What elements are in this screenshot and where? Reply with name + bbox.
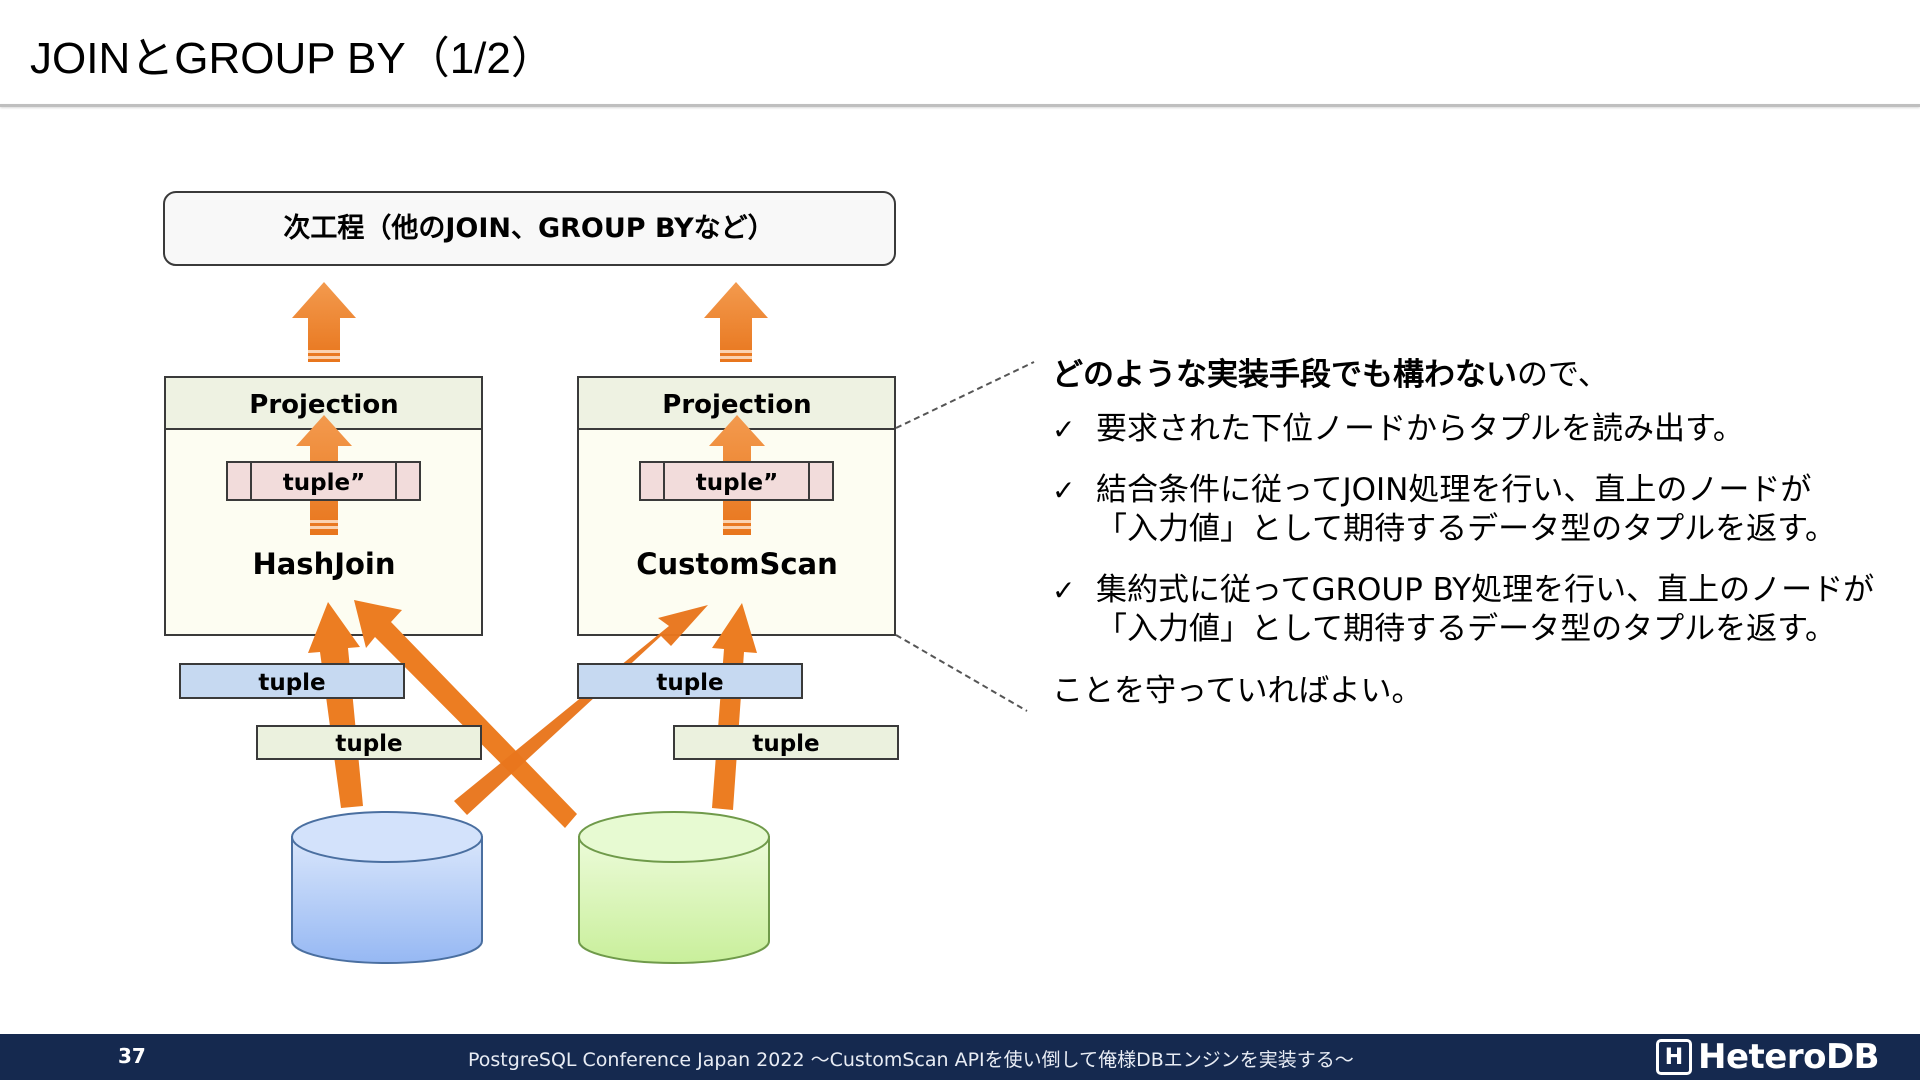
- left-tuple-label: tuple”: [283, 470, 365, 496]
- conference-title: PostgreSQL Conference Japan 2022 ～Custom…: [468, 1049, 1354, 1071]
- database-blue: [291, 811, 483, 964]
- slide-title: JOINとGROUP BY（1/2）: [30, 34, 555, 83]
- input-tuple-blue-left: [179, 663, 405, 699]
- up-arrow-left: [292, 282, 356, 362]
- bullet-line: 集約式に従ってGROUP BY処理を行い、直上のノードが: [1096, 572, 1875, 608]
- requirements-text: どのような実装手段でも構わないので、 ✓ 要求された下位ノードからタプルを読み出…: [1052, 352, 1892, 711]
- footer-bar: 37 PostgreSQL Conference Japan 2022 ～Cus…: [0, 1034, 1920, 1080]
- logo-text: HeteroDB: [1698, 1037, 1880, 1077]
- input-tuple-label-4: tuple: [752, 731, 819, 757]
- bullet-item: ✓ 結合条件に従ってJOIN処理を行い、直上のノードが 「入力値」として期待する…: [1052, 471, 1892, 549]
- input-tuple-label-3: tuple: [656, 670, 723, 696]
- title-divider: [0, 104, 1920, 107]
- bullet-line: 「入力値」として期待するデータ型のタプルを返す。: [1096, 611, 1836, 647]
- heterodb-logo: H HeteroDB: [1656, 1037, 1880, 1077]
- right-tuple-double-prime: tuple”: [639, 461, 834, 501]
- input-tuple-label-2: tuple: [335, 731, 402, 757]
- customscan-label: CustomScan: [636, 547, 838, 581]
- left-tuple-double-prime: tuple”: [226, 461, 421, 501]
- check-icon: ✓: [1052, 574, 1076, 607]
- callout-line-bottom: [895, 634, 1028, 712]
- up-arrow-right: [704, 282, 768, 362]
- lead-bold: どのような実装手段でも構わない: [1052, 357, 1517, 393]
- page-number: 37: [118, 1044, 146, 1068]
- hashjoin-label: HashJoin: [252, 547, 395, 581]
- lead-rest: ので、: [1517, 357, 1609, 393]
- check-icon: ✓: [1052, 413, 1076, 446]
- next-step-box: 次工程（他のJOIN、GROUP BYなど）: [163, 191, 896, 266]
- logo-mark-icon: H: [1656, 1039, 1692, 1075]
- hashjoin-node: Projection tuple” HashJoin: [164, 376, 483, 636]
- lead-line: どのような実装手段でも構わないので、: [1052, 352, 1892, 398]
- closing-line: ことを守っていればよい。: [1052, 673, 1423, 709]
- join-groupby-diagram: 次工程（他のJOIN、GROUP BYなど） Projection tuple”…: [163, 191, 1035, 964]
- customscan-node: Projection tuple” CustomScan: [577, 376, 896, 636]
- right-tuple-label: tuple”: [696, 470, 778, 496]
- input-tuple-blue-right: [577, 663, 803, 699]
- input-tuple-green-right: [673, 725, 899, 760]
- bullet-line: 「入力値」として期待するデータ型のタプルを返す。: [1096, 511, 1836, 547]
- bullet-item: ✓ 集約式に従ってGROUP BY処理を行い、直上のノードが 「入力値」として期…: [1052, 571, 1892, 649]
- callout-line-top: [895, 361, 1035, 429]
- bullet-line: 結合条件に従ってJOIN処理を行い、直上のノードが: [1096, 472, 1812, 508]
- input-tuple-label-1: tuple: [258, 670, 325, 696]
- bullet-line: 要求された下位ノードからタプルを読み出す。: [1096, 411, 1744, 447]
- input-tuple-green-left: [256, 725, 482, 760]
- arrow-blue-to-customscan: [454, 605, 708, 815]
- check-icon: ✓: [1052, 474, 1076, 507]
- arrow-green-to-hashjoin: [354, 600, 577, 828]
- bullet-item: ✓ 要求された下位ノードからタプルを読み出す。: [1052, 410, 1892, 449]
- database-green: [578, 811, 770, 964]
- next-step-label: 次工程（他のJOIN、GROUP BYなど）: [283, 213, 774, 244]
- input-tuples: tuple tuple tuple tuple: [179, 663, 899, 760]
